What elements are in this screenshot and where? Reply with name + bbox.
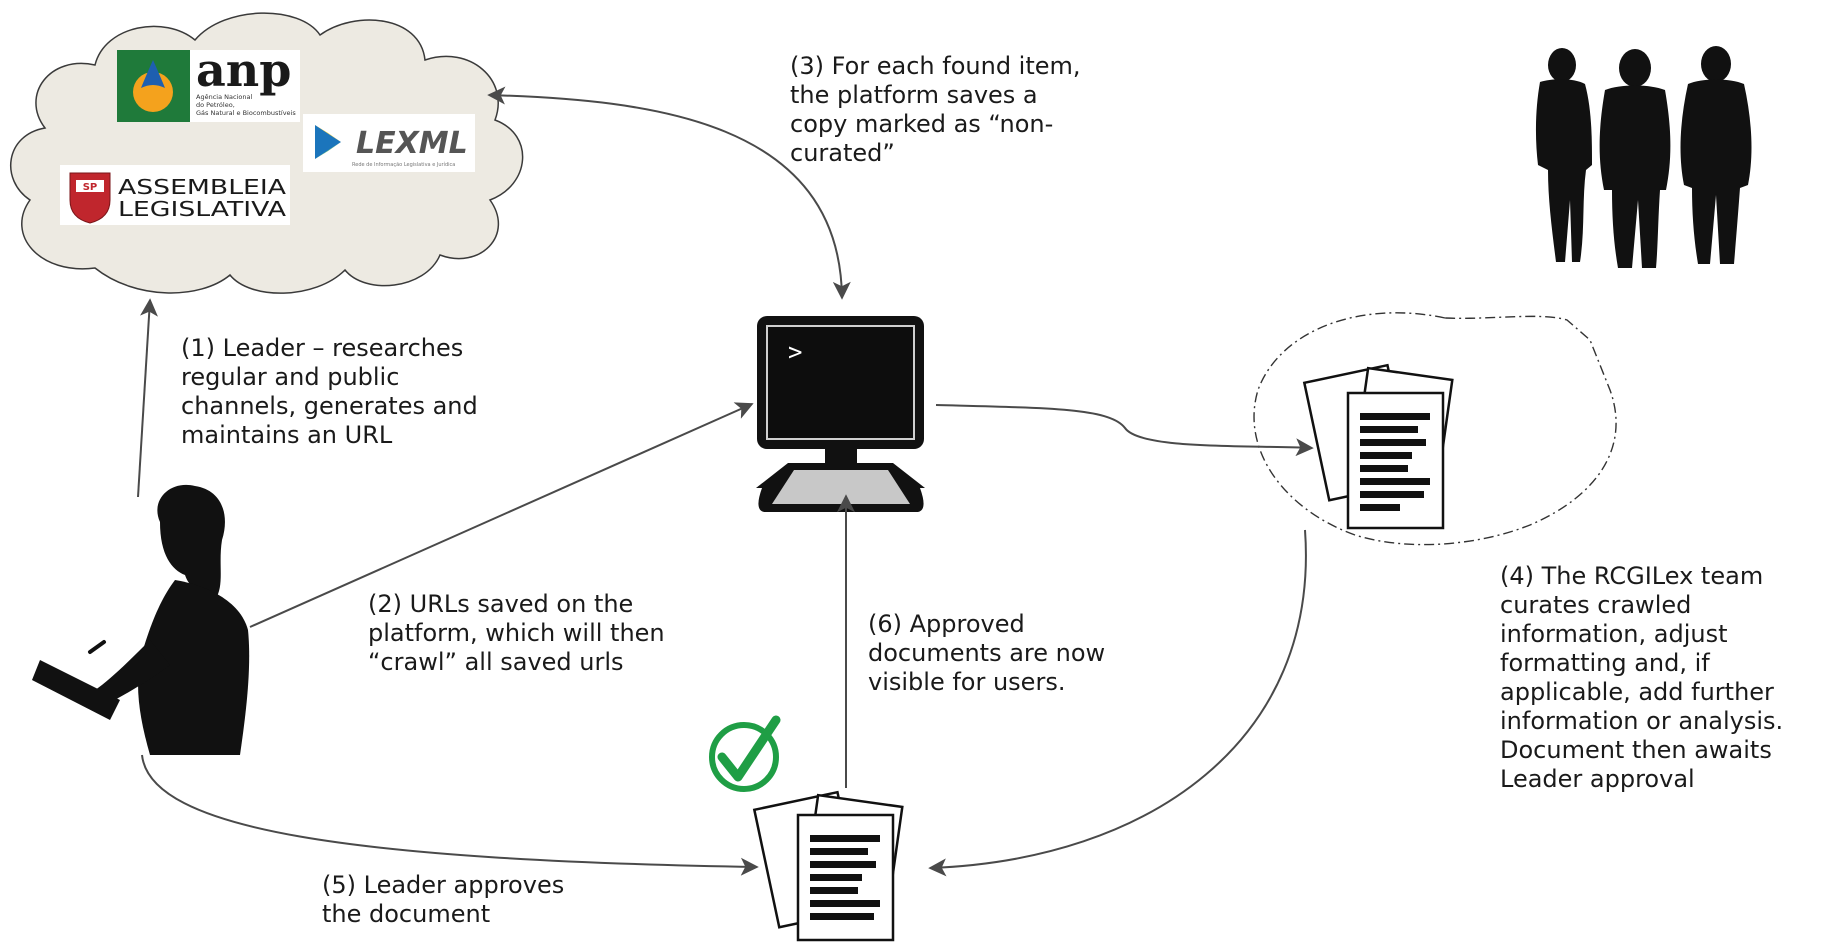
anp-logo-subtitle-2: do Petróleo, xyxy=(196,101,235,109)
step-2-line: (2) URLs saved on the xyxy=(368,590,634,618)
step-3-label: (3) For each found item, the platform sa… xyxy=(790,52,1081,168)
arrow-leader-to-approval-docs xyxy=(141,754,759,876)
step-1-line: maintains an URL xyxy=(181,421,393,449)
step-4-line: information, adjust xyxy=(1500,620,1728,648)
step-4-line: curates crawled xyxy=(1500,591,1692,619)
step-5-line: the document xyxy=(322,900,491,928)
step-4-line: formatting and, if xyxy=(1500,649,1710,677)
step-1-line: (1) Leader – researches xyxy=(181,334,464,362)
step-2-line: “crawl” all saved urls xyxy=(368,648,624,676)
team-member-2 xyxy=(1599,49,1671,268)
anp-logo-subtitle-1: Agência Nacional xyxy=(196,93,252,101)
step-2-label: (2) URLs saved on the platform, which wi… xyxy=(368,590,665,677)
assembleia-legislativa-logo: SP ASSEMBLEIA LEGISLATIVA xyxy=(60,165,290,225)
step-4-line: information or analysis. xyxy=(1500,707,1784,735)
step-1-line: channels, generates and xyxy=(181,392,478,420)
step-4-line: (4) The RCGILex team xyxy=(1500,562,1764,590)
step-2-line: platform, which will then xyxy=(368,619,665,647)
document-stack-icon xyxy=(752,790,904,942)
step-3-line: the platform saves a xyxy=(790,81,1038,109)
lexml-logo: LEXML Rede de Informação Legislativa e J… xyxy=(303,114,475,172)
lexml-logo-subtitle: Rede de Informação Legislativa e Jurídic… xyxy=(352,161,455,168)
step-3-line: copy marked as “non- xyxy=(790,110,1054,138)
terminal-prompt: > xyxy=(788,338,802,366)
team-member-3 xyxy=(1680,46,1752,264)
step-1-line: regular and public xyxy=(181,363,400,391)
team-silhouettes-icon xyxy=(1535,46,1752,268)
arrow-cloud-computer-bidirectional xyxy=(487,86,851,300)
check-circle-icon xyxy=(709,715,781,792)
step-5-line: (5) Leader approves xyxy=(322,871,565,899)
team-member-1 xyxy=(1535,48,1592,262)
arrow-leader-to-computer xyxy=(249,402,754,628)
step-4-label: (4) The RCGILex team curates crawled inf… xyxy=(1500,562,1783,794)
step-5-label: (5) Leader approves the document xyxy=(322,871,564,929)
anp-logo-subtitle-3: Gás Natural e Biocombustíveis xyxy=(196,109,296,117)
step-6-line: documents are now xyxy=(868,639,1106,667)
step-3-line: (3) For each found item, xyxy=(790,52,1081,80)
step-1-label: (1) Leader – researches regular and publ… xyxy=(181,334,478,450)
document-stack-icon xyxy=(1302,363,1454,530)
step-4-line: applicable, add further xyxy=(1500,678,1774,706)
step-4-line: Leader approval xyxy=(1500,765,1695,793)
assembleia-emblem-text: SP xyxy=(83,182,98,193)
arrow-team-docs-to-approval-docs xyxy=(928,529,1307,877)
anp-logo: anp Agência Nacional do Petróleo, Gás Na… xyxy=(117,43,300,122)
assembleia-logo-line-2: LEGISLATIVA xyxy=(118,197,286,221)
lexml-logo-name: LEXML xyxy=(356,126,468,161)
step-6-line: (6) Approved xyxy=(868,610,1025,638)
step-3-line: curated” xyxy=(790,139,895,167)
arrow-leader-to-cloud xyxy=(137,298,158,498)
arrows xyxy=(137,86,1314,877)
assembleia-logo-line-1: ASSEMBLEIA xyxy=(118,175,286,199)
computer-terminal-icon: > xyxy=(756,316,925,512)
step-6-label: (6) Approved documents are now visible f… xyxy=(868,610,1105,697)
anp-logo-name: anp xyxy=(196,43,291,97)
thought-bubble-icon xyxy=(1253,312,1617,546)
step-6-line: visible for users. xyxy=(868,668,1066,696)
arrow-computer-to-team-docs xyxy=(935,404,1314,457)
step-4-line: Document then awaits xyxy=(1500,736,1772,764)
leader-silhouette-icon xyxy=(32,484,250,755)
